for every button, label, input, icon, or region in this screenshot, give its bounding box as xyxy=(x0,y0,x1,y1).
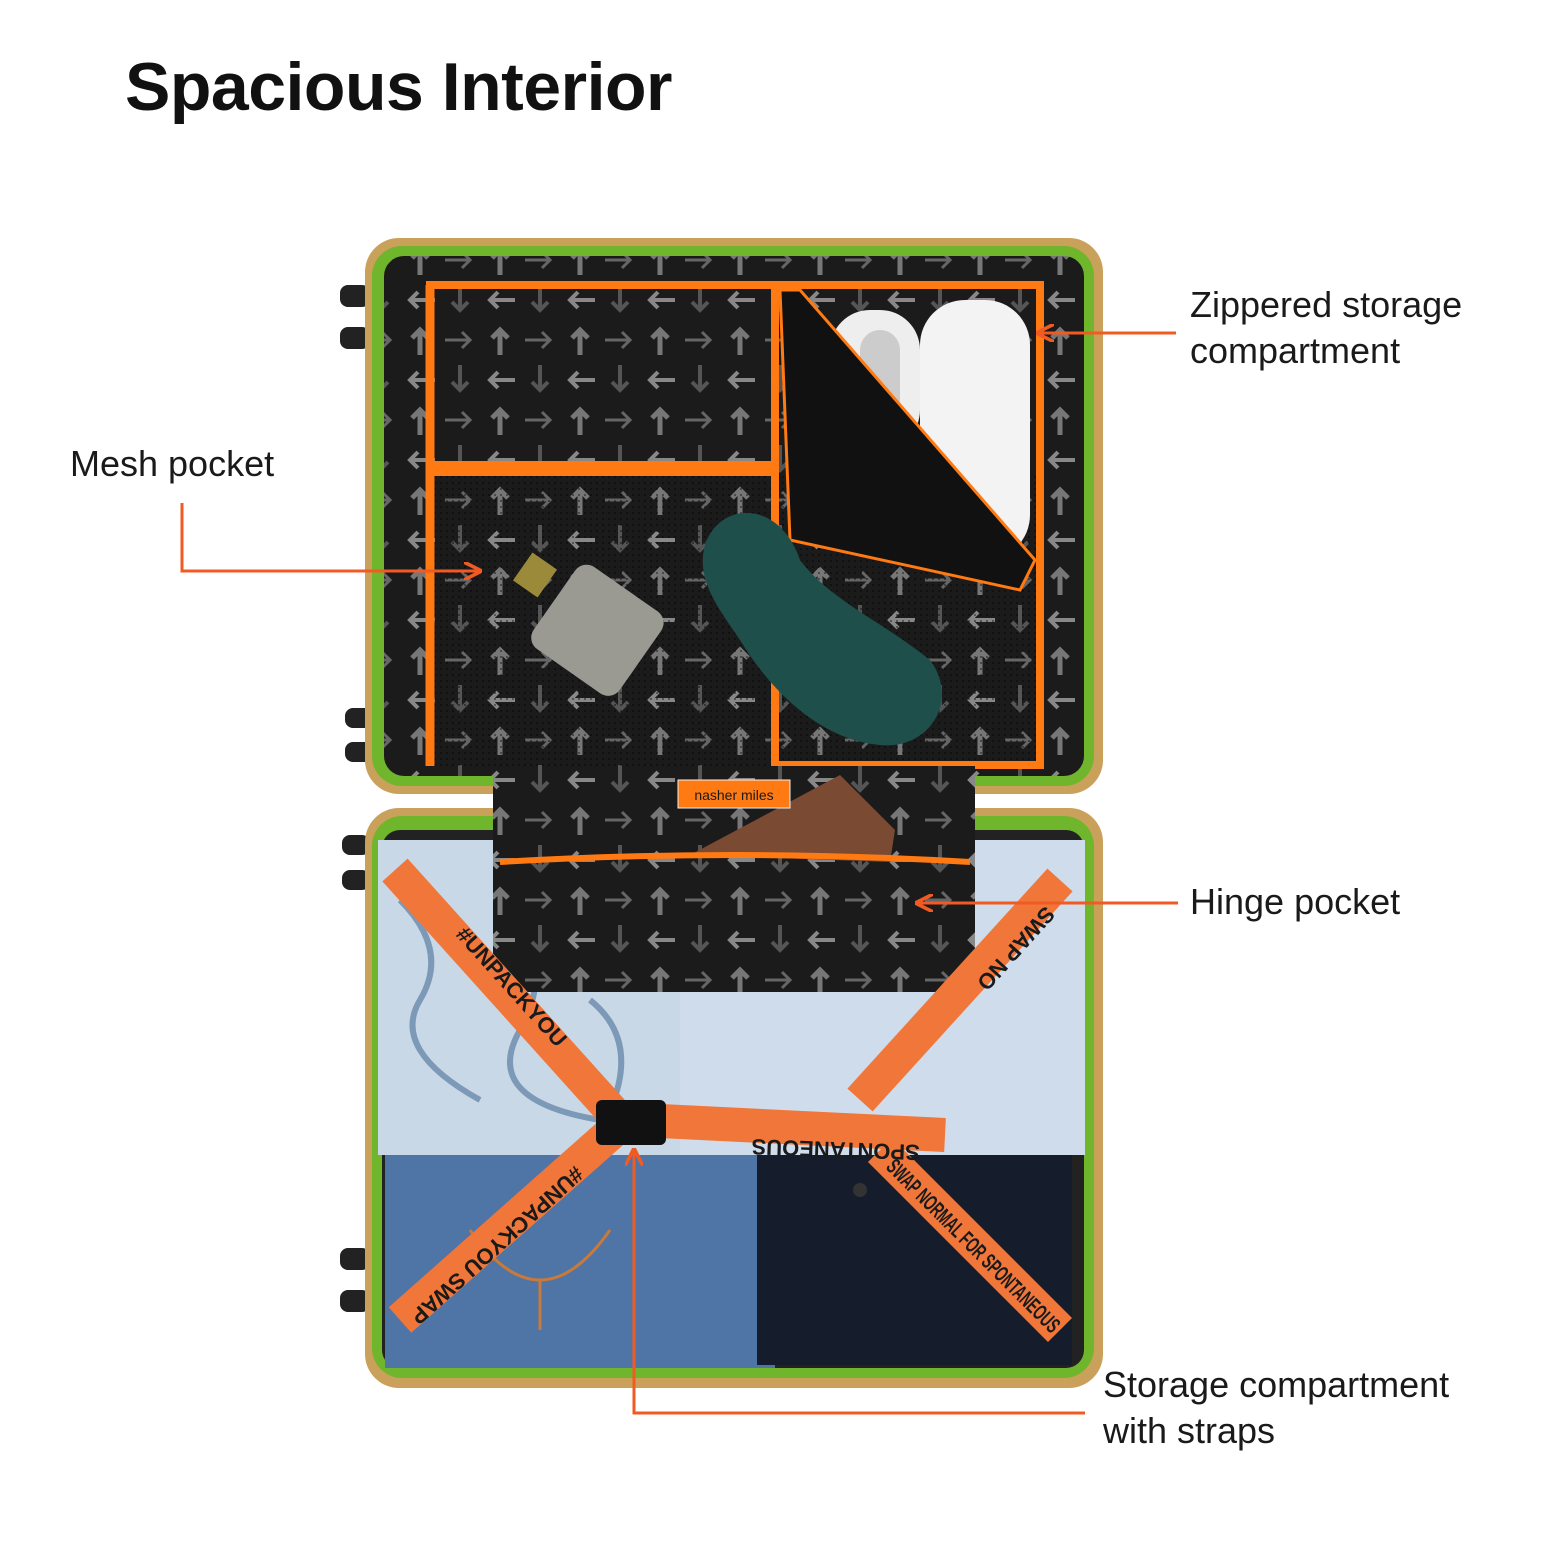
straps-leader xyxy=(634,1150,1085,1415)
mesh-leader xyxy=(180,503,480,571)
callout-storage-straps: Storage compartment with straps xyxy=(1103,1362,1449,1454)
callout-text: compartment xyxy=(1190,330,1401,371)
callout-hinge-pocket: Hinge pocket xyxy=(1190,879,1400,925)
callout-text: with straps xyxy=(1103,1410,1276,1451)
page-title: Spacious Interior xyxy=(125,49,672,125)
callout-text: Zippered storage xyxy=(1190,284,1463,325)
callout-text: Mesh pocket xyxy=(70,443,275,484)
strap-text: SPONTANEOUS xyxy=(751,1134,920,1165)
callout-zippered-storage: Zippered storage compartment xyxy=(1190,282,1462,374)
hinge-pocket: nasher miles xyxy=(493,766,975,992)
callout-text: Storage compartment xyxy=(1103,1364,1450,1405)
brand-tag: nasher miles xyxy=(694,787,773,803)
callout-lines xyxy=(180,333,1178,1415)
upper-shell xyxy=(365,238,1103,794)
wheel-group xyxy=(340,285,373,1312)
compression-straps xyxy=(382,858,1073,1343)
eye-mask xyxy=(702,512,942,746)
callout-mesh-pocket: Mesh pocket xyxy=(70,441,274,487)
perfume-bottle xyxy=(512,552,664,696)
callout-text: Hinge pocket xyxy=(1190,881,1401,922)
strap-buckle xyxy=(596,1100,666,1145)
